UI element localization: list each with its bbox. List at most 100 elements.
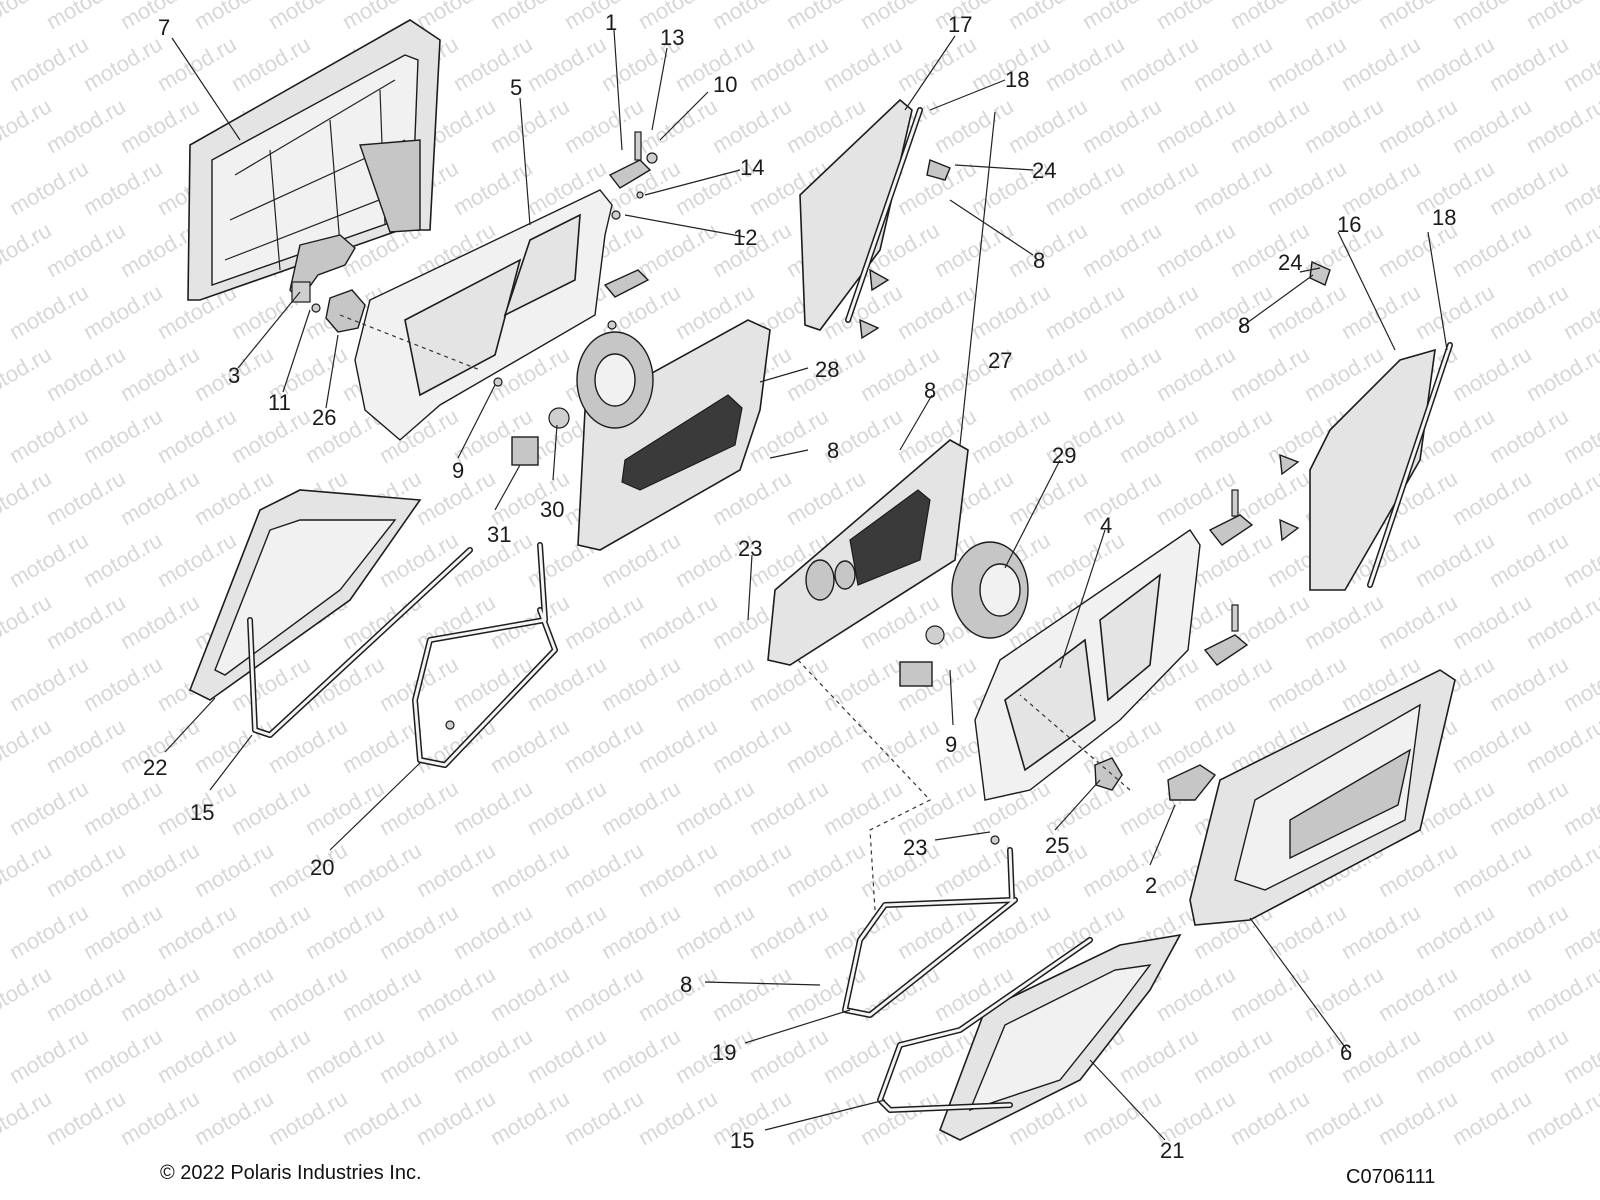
watermark-text: motod.ru <box>5 527 93 592</box>
watermark-text: motod.ru <box>1448 961 1536 1026</box>
watermark-text: motod.ru <box>597 1023 685 1088</box>
watermark-text: motod.ru <box>1596 0 1600 34</box>
part-28-speaker-panel <box>577 319 771 551</box>
watermark-text: motod.ru <box>1374 961 1462 1026</box>
watermark-text: motod.ru <box>227 899 315 964</box>
callout-9: 9 <box>452 458 464 483</box>
watermark-text: motod.ru <box>782 837 870 902</box>
watermark-text: motod.ru <box>1522 93 1600 158</box>
watermark-text: motod.ru <box>412 961 500 1026</box>
watermark-text: motod.ru <box>1263 155 1351 220</box>
watermark-text: motod.ru <box>5 651 93 716</box>
watermark-text: motod.ru <box>42 0 130 34</box>
watermark-text: motod.ru <box>708 837 796 902</box>
alignment-line <box>339 314 481 371</box>
part-5-door-frame <box>354 189 613 441</box>
watermark-text: motod.ru <box>1411 279 1499 344</box>
watermark-text: motod.ru <box>930 93 1018 158</box>
watermark-text: motod.ru <box>264 837 352 902</box>
watermark-text: motod.ru <box>79 651 167 716</box>
watermark-text: motod.ru <box>0 713 56 778</box>
watermark-text: motod.ru <box>597 775 685 840</box>
watermark-text: motod.ru <box>1337 899 1425 964</box>
watermark-text: motod.ru <box>375 899 463 964</box>
watermark-text: motod.ru <box>1411 1023 1499 1088</box>
watermark-text: motod.ru <box>1078 93 1166 158</box>
watermark-text: motod.ru <box>1152 0 1240 34</box>
watermark-text: motod.ru <box>190 713 278 778</box>
watermark-text: motod.ru <box>0 589 56 654</box>
watermark-text: motod.ru <box>893 775 981 840</box>
callout-5: 5 <box>510 75 522 100</box>
watermark-text: motod.ru <box>227 775 315 840</box>
watermark-text: motod.ru <box>42 1085 130 1150</box>
part-16-panel <box>1279 260 1453 591</box>
callout-8: 8 <box>680 972 692 997</box>
watermark-text: motod.ru <box>153 1023 241 1088</box>
watermark-text: motod.ru <box>116 341 204 406</box>
watermark-text: motod.ru <box>634 713 722 778</box>
watermark-text: motod.ru <box>708 961 796 1026</box>
watermark-text: motod.ru <box>486 93 574 158</box>
watermark-text: motod.ru <box>79 403 167 468</box>
watermark-text: motod.ru <box>0 341 56 406</box>
watermark-text: motod.ru <box>523 899 611 964</box>
watermark-text: motod.ru <box>1189 1023 1277 1088</box>
watermark-text: motod.ru <box>301 775 389 840</box>
watermark-text: motod.ru <box>79 1023 167 1088</box>
watermark-text: motod.ru <box>1448 713 1536 778</box>
callout-3: 3 <box>228 363 240 388</box>
watermark-text: motod.ru <box>190 0 278 34</box>
watermark-text: motod.ru <box>449 31 537 96</box>
callout-4: 4 <box>1100 513 1112 538</box>
watermark-text: motod.ru <box>116 589 204 654</box>
watermark-text: motod.ru <box>375 1023 463 1088</box>
callout-9: 9 <box>945 732 957 757</box>
watermark-text: motod.ru <box>375 775 463 840</box>
watermark-text: motod.ru <box>893 279 981 344</box>
watermark-text: motod.ru <box>523 31 611 96</box>
watermark-text: motod.ru <box>634 589 722 654</box>
watermark-text: motod.ru <box>486 961 574 1026</box>
watermark-text: motod.ru <box>449 1023 537 1088</box>
watermark-text: motod.ru <box>1522 217 1600 282</box>
watermark-text: motod.ru <box>1226 961 1314 1026</box>
watermark-text: motod.ru <box>1189 31 1277 96</box>
watermark-text: motod.ru <box>1004 0 1092 34</box>
watermark-text: motod.ru <box>1411 527 1499 592</box>
watermark-text: motod.ru <box>1485 279 1573 344</box>
callout-25: 25 <box>1045 833 1069 858</box>
watermark-text: motod.ru <box>745 775 833 840</box>
alignment-line <box>797 659 931 911</box>
callout-1: 1 <box>605 10 617 35</box>
callout-12: 12 <box>733 225 757 250</box>
callout-8: 8 <box>827 438 839 463</box>
watermark-text: motod.ru <box>1226 1085 1314 1150</box>
watermark-text: motod.ru <box>1522 465 1600 530</box>
watermark-text: motod.ru <box>79 527 167 592</box>
watermark-text: motod.ru <box>930 837 1018 902</box>
watermark-text: motod.ru <box>1411 31 1499 96</box>
watermark-text: motod.ru <box>1448 837 1536 902</box>
watermark-text: motod.ru <box>1300 961 1388 1026</box>
watermark-text: motod.ru <box>1226 0 1314 34</box>
watermark-text: motod.ru <box>412 589 500 654</box>
watermark-text: motod.ru <box>708 93 796 158</box>
part-19-tube-frame <box>842 835 1018 1018</box>
watermark-text: motod.ru <box>0 1085 56 1150</box>
watermark-text: motod.ru <box>893 899 981 964</box>
watermark-text: motod.ru <box>1448 0 1536 34</box>
watermark-text: motod.ru <box>486 0 574 34</box>
watermark-text: motod.ru <box>1300 93 1388 158</box>
watermark-text: motod.ru <box>1337 279 1425 344</box>
watermark-text: motod.ru <box>449 899 537 964</box>
watermark-text: motod.ru <box>412 837 500 902</box>
watermark-text: motod.ru <box>1374 93 1462 158</box>
watermark-text: motod.ru <box>338 1085 426 1150</box>
callout-21: 21 <box>1160 1138 1184 1163</box>
part-29-speaker <box>899 541 1029 687</box>
watermark-text: motod.ru <box>1115 279 1203 344</box>
watermark-text: motod.ru <box>745 1023 833 1088</box>
part-17-panel <box>799 98 951 340</box>
watermark-text: motod.ru <box>1337 155 1425 220</box>
